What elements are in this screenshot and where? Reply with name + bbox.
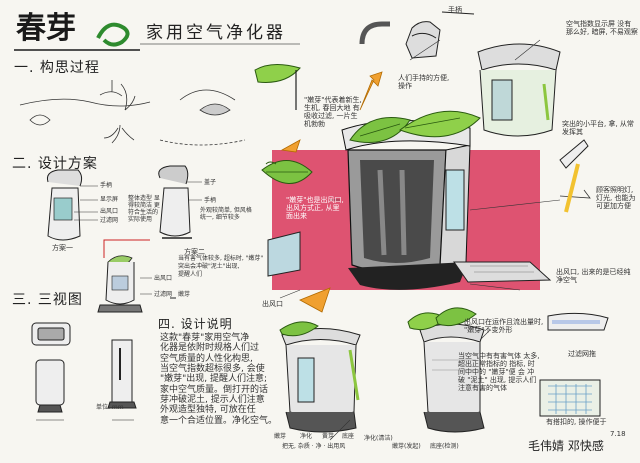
lid-sketch: [477, 43, 561, 137]
filter-panels: [267, 231, 609, 417]
design-line-5: 家中空气质量。倒打开的话: [160, 384, 269, 395]
sprout-air-note: "嫩芽"也是出风口, 出风方式正, 从里面出来: [286, 196, 344, 221]
section-design: 二. 设计方案: [12, 156, 98, 172]
leaf-note: "嫩芽"代表着新生, 生机, 春回大地 有吸收过滤, 一片生机勃勃: [304, 96, 362, 129]
air-in-label: 出风口: [262, 300, 283, 308]
orange-arrows: [280, 71, 591, 313]
scheme2-text-1: 突出会冲破"泥土"出现,: [178, 263, 240, 270]
scheme1-label-0: 手柄: [100, 182, 113, 189]
design-line-7: 外观造型独特, 可放在任: [160, 405, 256, 416]
bottom-products: [279, 307, 485, 433]
scheme2-label-2: 嫩芽: [178, 291, 191, 298]
design-line-6: 芽冲破泥土, 提示人们注意: [160, 395, 265, 406]
main-product-render: [341, 110, 481, 290]
mode-note: 当空气中有有害气体 太多, 超出正常指标的 指标, 时间中中的 "嫩芽"便 会 …: [458, 352, 540, 393]
product-subtitle: 家用空气净化器: [146, 23, 286, 43]
scheme1-note: 整体造型 显得较简洁 更符合生活的 实际使用: [128, 195, 160, 223]
designer-signature: 毛伟婧 邓快感: [528, 439, 604, 453]
side-note-2: 底座(检测): [430, 443, 459, 450]
section-views: 三. 三视图: [12, 292, 83, 308]
three-views-drawing: [31, 322, 137, 421]
handle-use-note: 人们手持的方便, 操作: [398, 74, 450, 91]
scheme2-label-1: 手柄: [204, 197, 217, 204]
base-label-0: 嫩芽: [274, 433, 287, 440]
concept-doodles: [19, 80, 246, 146]
display-note: 空气指数显示屏 没有那么好, 暗屏, 不易观察: [566, 20, 638, 37]
design-line-0: 这款"春芽"家用空气净: [160, 333, 250, 343]
scheme1-label-2: 出风口: [100, 208, 119, 215]
scheme1-label-5: 过滤网: [100, 217, 119, 224]
base-label-3: 底座: [342, 433, 355, 440]
scheme1-sketch: [47, 165, 192, 241]
base-label-1: 净化: [300, 433, 313, 440]
design-line-8: 意一个合适位置。净化空气。: [160, 415, 278, 426]
handle-sketch: [359, 11, 475, 59]
scheme1-label-1: 显示屏: [100, 196, 119, 203]
scheme2-label-3: 出风口: [154, 275, 173, 282]
scheme2-note: 外观较简单, 但风格统一, 细节较多: [200, 207, 252, 221]
section-concept: 一. 构思过程: [14, 60, 100, 76]
base-note: 把无, 杂质 · 净 · 出用风: [282, 443, 346, 450]
outlet-small-note: 突出的小平台, 拿, 从常发挥其: [562, 120, 634, 137]
design-line-2: 空气质量的人性化构思,: [160, 353, 253, 364]
design-line-1: 化器是依附时规格人们过: [160, 343, 260, 354]
sprout-logo-icon: [96, 22, 130, 47]
scheme2-label-0: 盖子: [204, 179, 217, 186]
product-title: 春芽: [16, 11, 76, 46]
lights-note: 顾客照明灯, 灯光, 也能为可更加方便: [596, 186, 636, 211]
filter-text-note: 出风口在运作且流出量时, "嫩芽"不变外形: [464, 318, 544, 335]
mesh-note: 有搭扣的, 操作便于: [546, 418, 607, 426]
scheme1-title: 方案一: [52, 244, 73, 252]
design-line-3: 当空气指数超标很多, 会使: [160, 364, 265, 375]
air-filter-note: 出风口, 出来的是已经纯净空气: [556, 268, 631, 285]
scale-note: 单位: mm: [96, 404, 124, 411]
section-explain: 四. 设计说明: [158, 317, 233, 331]
design-description: 这款"春芽"家用空气净 化器是依附时规格人们过 空气质量的人性化构思, 当空气指…: [160, 333, 277, 426]
scheme2-text-0: 当有害气体较多, 超标时, "嫩芽": [178, 255, 264, 262]
leader-lines: [74, 39, 561, 441]
filter-tray-label: 过滤网拖: [568, 350, 596, 358]
date-label: 7.18: [610, 430, 626, 438]
base-label-2: 黄芽: [322, 433, 335, 440]
leaf-details: [254, 64, 313, 184]
handle-label: 手柄: [448, 6, 462, 14]
scheme2-text-2: 提醒人们: [178, 271, 203, 278]
scheme2-label-4: 过滤网: [154, 291, 173, 298]
light-sketch: [559, 139, 589, 213]
side-note-1: 嫩芽(发起): [392, 443, 421, 450]
design-line-4: "嫩芽"出现, 提醒人们注意;: [160, 374, 268, 385]
scheme2-title: 方案二: [184, 248, 205, 256]
scheme2-sketch: [97, 239, 176, 313]
side-note-0: 净化(清洁): [364, 435, 393, 442]
